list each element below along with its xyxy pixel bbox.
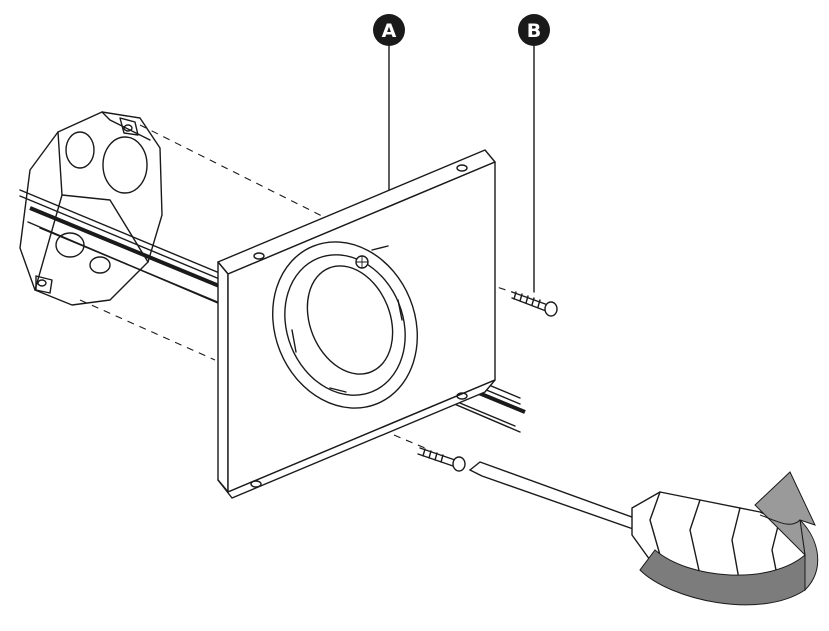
rotation-arrow-icon: [639, 471, 819, 606]
mounting-plate: [217, 149, 496, 499]
lower-screw: [417, 447, 466, 472]
callout-b: B: [518, 14, 550, 46]
screw-icon: [511, 291, 558, 317]
callout-b-label: B: [527, 20, 541, 42]
callout-a-label: A: [382, 20, 397, 42]
junction-box: [19, 111, 163, 306]
callout-a: A: [373, 14, 405, 46]
